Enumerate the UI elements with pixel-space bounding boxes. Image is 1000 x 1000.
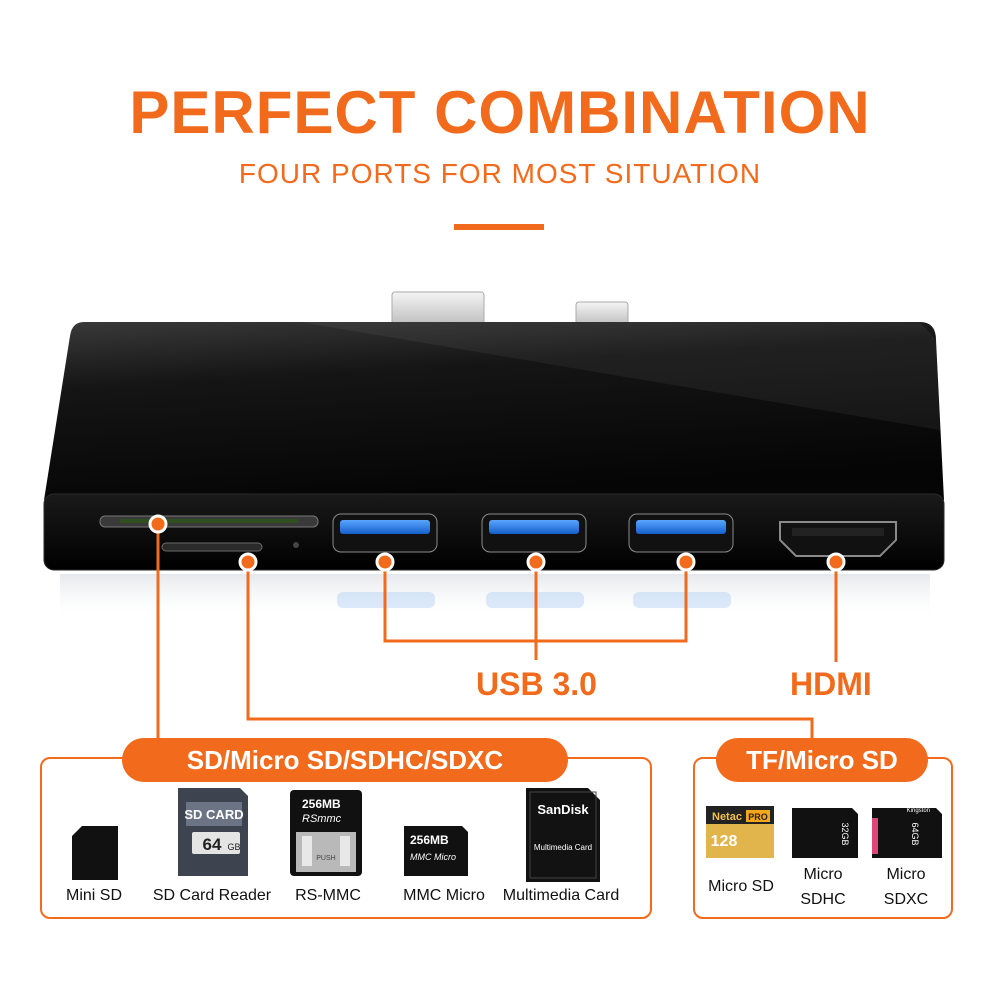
page-title: PERFECT COMBINATION (129, 79, 871, 146)
micro-sdhc-card-icon: 32GB (792, 808, 858, 858)
caption-micro-sd: Micro SD (708, 878, 774, 895)
caption-sd-card-reader: SD Card Reader (152, 887, 272, 904)
sd-group-label: SD/Micro SD/SDHC/SDXC (122, 738, 568, 782)
caption-micro-sdhc-line1: Micro (803, 866, 843, 883)
rs-mmc-card-icon: 256MB RSmmc PUSH (290, 790, 362, 876)
netac-badge: PRO (748, 812, 768, 822)
sd-card-capacity: 64 (203, 835, 222, 854)
sd-card-icon: SD CARD 64 GB (178, 788, 248, 876)
sd-card-unit: GB (227, 842, 240, 852)
sd-card-title: SD CARD (184, 807, 243, 822)
rs-mmc-capacity: 256MB (302, 797, 341, 811)
sdxc-capacity: 64GB (910, 822, 920, 845)
rs-mmc-brand: RSmmc (302, 813, 342, 825)
mmc-micro-text: MMC Micro (410, 852, 456, 862)
micro-sdxc-card-icon: Kingston 64GB (872, 808, 942, 858)
tf-group-label: TF/Micro SD (716, 738, 928, 782)
page-subtitle: FOUR PORTS FOR MOST SITUATION (238, 158, 762, 189)
callout-dot-microsd (238, 552, 258, 572)
caption-rs-mmc: RS-MMC (295, 887, 361, 904)
hdmi-label: HDMI (790, 666, 872, 702)
title-divider (454, 224, 544, 230)
netac-brand: Netac (712, 811, 742, 823)
sdxc-brand: Kingston (907, 808, 930, 814)
caption-micro-sdxc-line2: SDXC (883, 891, 929, 908)
mmc-micro-card-icon: 256MB MMC Micro (404, 826, 468, 876)
caption-micro-sdhc-line2: SDHC (800, 891, 846, 908)
multimedia-card-icon: SanDisk Multimedia Card (526, 788, 600, 882)
callout-dot-usb-2 (526, 552, 546, 572)
callout-lines (156, 524, 838, 745)
netac-capacity: 128 (711, 833, 738, 850)
sdhc-capacity: 32GB (840, 822, 850, 845)
caption-mmc-micro: MMC Micro (403, 887, 485, 904)
hdmi-port (779, 521, 897, 557)
usb-port-3 (628, 513, 734, 553)
caption-mini-sd: Mini SD (65, 887, 122, 904)
mmc-text: Multimedia Card (534, 843, 592, 852)
hub-body (44, 322, 944, 500)
micro-sd-slot (161, 542, 263, 552)
usb-label: USB 3.0 (476, 666, 597, 702)
usb-port-1 (332, 513, 438, 553)
usb-port-2 (481, 513, 587, 553)
callout-dot-usb-1 (375, 552, 395, 572)
callout-dot-sd (148, 514, 168, 534)
caption-multimedia-card: Multimedia Card (502, 887, 620, 904)
netac-micro-sd-icon: Netac PRO 128 (706, 806, 774, 858)
status-led (293, 542, 299, 548)
mmc-micro-capacity: 256MB (410, 833, 449, 847)
rs-mmc-text: PUSH (316, 855, 335, 862)
callout-dot-usb-3 (676, 552, 696, 572)
mmc-brand: SanDisk (537, 802, 589, 817)
mini-sd-card-icon (72, 826, 118, 880)
caption-micro-sdxc-line1: Micro (886, 866, 926, 883)
callout-dot-hdmi (826, 552, 846, 572)
